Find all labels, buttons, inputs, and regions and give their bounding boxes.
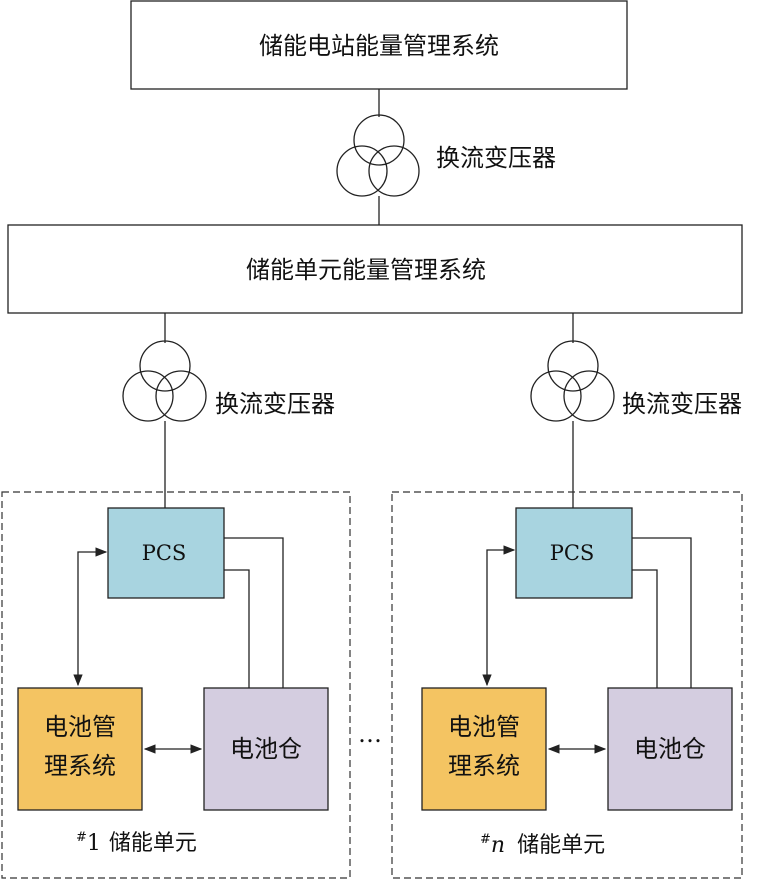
unit-n-bms-box: [421, 687, 547, 811]
station-ems-label: 储能电站能量管理系统: [259, 32, 499, 60]
unit-1-pcs-bms-arrow: [73, 547, 108, 687]
unit-n-bms-label-line2: 理系统: [448, 752, 520, 780]
ellipsis: …: [358, 720, 382, 748]
unit-n-caption: #n 储能单元: [480, 832, 605, 858]
unit-1-transformer-label: 换流变压器: [215, 390, 335, 418]
unit-n-boundary: [391, 491, 743, 879]
unit-1-prefix: #: [76, 830, 87, 845]
unit-1-pcs-box: [107, 507, 225, 599]
unit-1-bms-label-line2: 理系统: [44, 752, 116, 780]
unit-n-transformer-icon: [530, 340, 615, 422]
unit-n-transformer-label: 换流变压器: [622, 390, 742, 418]
unit-1-bms-label-line1: 电池管: [44, 713, 116, 741]
unit-n-battery-box: [607, 687, 733, 811]
storage-unit-1: 换流变压器 PCS 电池管 理系统 电池仓 #1 储能单元: [1, 313, 351, 879]
station-ems-box: [130, 0, 628, 90]
unit-1-battery-box: [203, 687, 329, 811]
unit-n-index: n: [491, 833, 505, 858]
unit-n-pcs-box: [515, 507, 633, 599]
unit-1-index: 1: [87, 831, 101, 856]
unit-n-pcs-battery-line-inner: [632, 569, 658, 688]
unit-1-transformer-icon: [122, 340, 207, 422]
storage-unit-n: 换流变压器 PCS 电池管 理系统 电池仓 #n 储能单元: [391, 313, 743, 879]
unit-n-pcs-label: PCS: [550, 541, 595, 565]
unit-ems-label: 储能单元能量管理系统: [246, 256, 486, 284]
unit-1-bms-box: [17, 687, 143, 811]
top-transformer-icon: [336, 114, 420, 197]
unit-1-label: 储能单元: [109, 831, 197, 856]
unit-1-caption: #1 储能单元: [76, 830, 197, 856]
unit-n-prefix: #: [480, 832, 491, 847]
unit-1-boundary: [1, 491, 351, 879]
unit-n-label: 储能单元: [517, 833, 605, 858]
unit-1-pcs-battery-line-outer: [224, 537, 284, 688]
unit-n-pcs-bms-arrow: [482, 545, 516, 687]
unit-n-bms-label-line1: 电池管: [448, 713, 520, 741]
unit-1-pcs-label: PCS: [142, 541, 187, 565]
unit-1-pcs-battery-line-inner: [224, 569, 250, 688]
unit-n-pcs-battery-line-outer: [632, 537, 692, 688]
unit-n-battery-label: 电池仓: [634, 735, 706, 763]
unit-1-battery-label: 电池仓: [230, 735, 302, 763]
top-transformer-label: 换流变压器: [436, 144, 556, 172]
unit-ems-box: [7, 224, 743, 314]
